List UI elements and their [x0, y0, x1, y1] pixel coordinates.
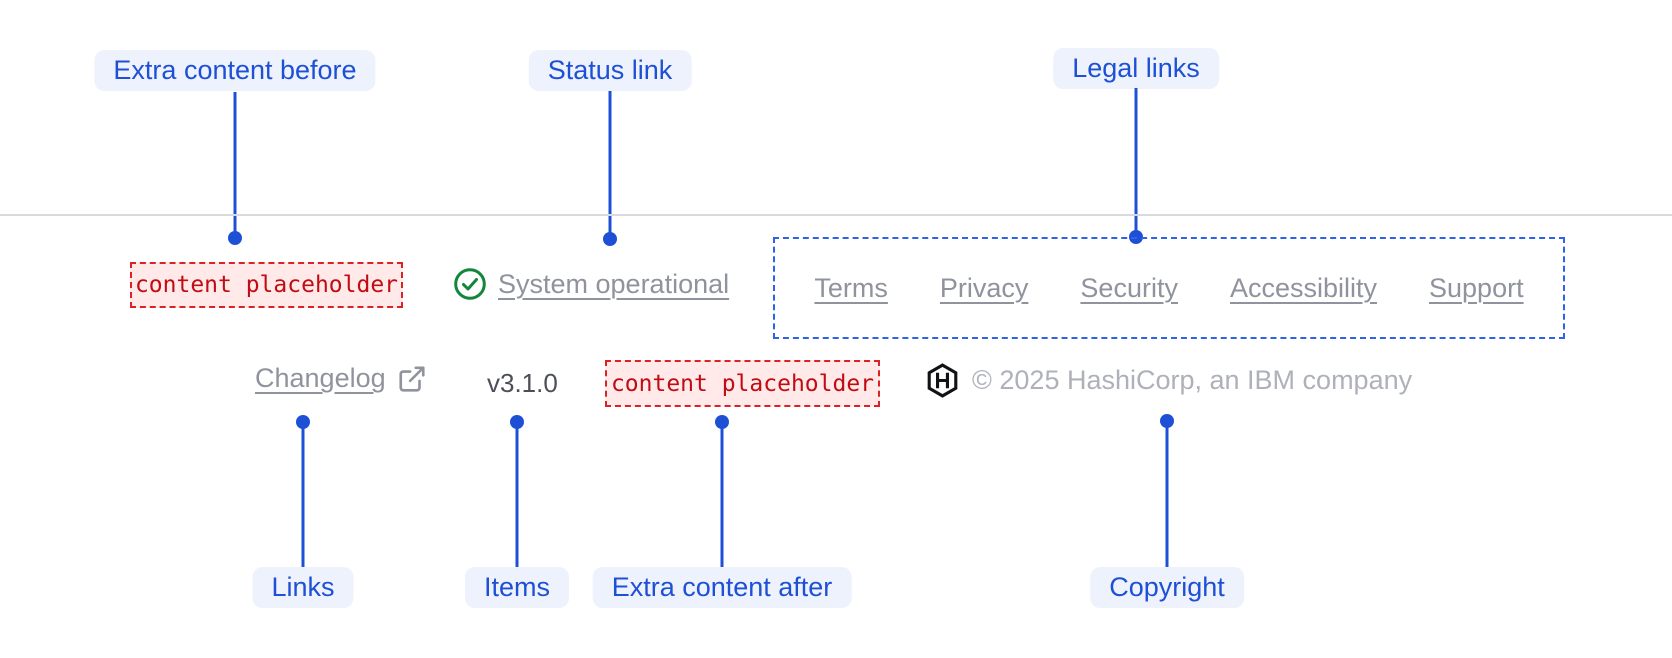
connector-line [515, 422, 519, 568]
placeholder-text: content placeholder [610, 370, 875, 397]
status-link[interactable]: System operational [453, 267, 729, 301]
legal-link-accessibility[interactable]: Accessibility [1229, 272, 1378, 303]
connector-dot [603, 232, 617, 246]
connector-line [608, 91, 612, 239]
annotation-label-legal-links: Legal links [1053, 48, 1219, 89]
connector-line [1134, 88, 1138, 237]
extra-content-before-placeholder: content placeholder [130, 262, 403, 308]
copyright-text: © 2025 HashiCorp, an IBM company [972, 365, 1413, 395]
copyright-group: © 2025 HashiCorp, an IBM company [926, 362, 1412, 399]
legal-link-terms[interactable]: Terms [814, 272, 888, 303]
footer-top-divider [0, 214, 1672, 216]
check-circle-icon [453, 267, 487, 301]
status-link-label[interactable]: System operational [498, 268, 730, 299]
legal-link-security[interactable]: Security [1080, 272, 1178, 303]
changelog-link[interactable]: Changelog [255, 363, 427, 394]
extra-content-after-placeholder: content placeholder [605, 360, 880, 407]
connector-dot [228, 231, 242, 245]
connector-line [233, 92, 237, 238]
connector-line [1165, 421, 1169, 568]
annotation-label-links: Links [252, 567, 354, 608]
legal-link-privacy[interactable]: Privacy [939, 272, 1029, 303]
legal-links-group: Terms Privacy Security Accessibility Sup… [773, 237, 1565, 339]
connector-line [720, 422, 724, 568]
annotation-label-extra-content-after: Extra content after [592, 567, 852, 608]
annotation-label-items: Items [464, 567, 570, 608]
connector-line [301, 422, 305, 568]
version-item: v3.1.0 [487, 368, 558, 398]
changelog-link-label[interactable]: Changelog [255, 363, 386, 393]
annotation-label-extra-content-before: Extra content before [94, 50, 376, 91]
placeholder-text: content placeholder [134, 272, 399, 298]
annotation-label-status-link: Status link [528, 50, 692, 91]
hashicorp-logo-icon [926, 362, 959, 399]
external-link-icon [397, 364, 427, 394]
legal-link-support[interactable]: Support [1429, 272, 1524, 303]
annotation-label-copyright: Copyright [1090, 567, 1244, 608]
